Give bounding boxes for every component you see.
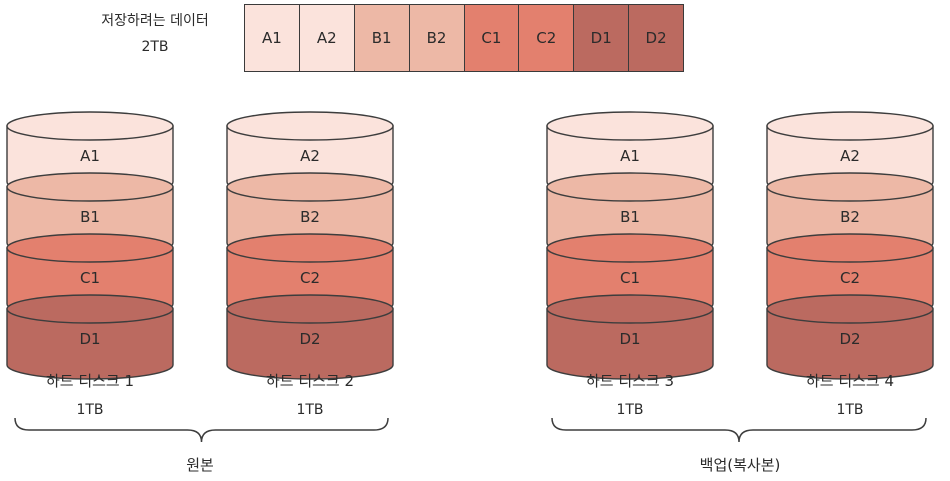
disk-4-layer-4-label: D2	[839, 330, 860, 348]
disk-4-layer-4: D2	[766, 294, 934, 380]
group-original-label: 원본	[186, 456, 214, 474]
disk-2-layer-3-label: C2	[300, 269, 320, 287]
group-backup-label: 백업(복사본)	[699, 456, 781, 474]
disk-2-name: 하드 디스크 2	[265, 372, 355, 390]
data-block-b2: B2	[409, 5, 465, 71]
disk-1-layer-4: D1	[6, 294, 174, 380]
disk-1-size: 1TB	[76, 402, 104, 418]
disk-3-layer-2-label: B1	[620, 208, 640, 226]
disk-4-layer-2-label: B2	[840, 208, 860, 226]
data-blocks-strip: A1 A2 B1 B2 C1 C2 D1 D2	[244, 4, 684, 72]
disk-3-name: 하드 디스크 3	[585, 372, 675, 390]
disk-2-layer-1-label: A2	[300, 147, 320, 165]
disk-4-name: 하드 디스크 4	[805, 372, 895, 390]
disk-2-layer-2-label: B2	[300, 208, 320, 226]
data-caption: 저장하려는 데이터 2TB	[70, 8, 240, 60]
data-block-a2: A2	[299, 5, 355, 71]
disk-2-size: 1TB	[296, 402, 324, 418]
data-caption-title: 저장하려는 데이터	[101, 13, 209, 29]
disk-4-size: 1TB	[836, 402, 864, 418]
disk-2-layer-4-label: D2	[299, 330, 320, 348]
disk-1-layer-4-label: D1	[79, 330, 100, 348]
brace-original	[14, 417, 389, 443]
data-caption-size: 2TB	[141, 39, 169, 55]
disk-4-layer-1-label: A2	[840, 147, 860, 165]
data-block-c2: C2	[519, 5, 575, 71]
disk-3-layer-4-label: D1	[619, 330, 640, 348]
disk-4-layer-3-label: C2	[840, 269, 860, 287]
disk-1-layer-1-label: A1	[80, 147, 100, 165]
data-block-b1: B1	[354, 5, 410, 71]
data-block-d1: D1	[574, 5, 630, 71]
data-block-c1: C1	[464, 5, 520, 71]
disk-3-layer-4: D1	[546, 294, 714, 380]
data-block-d2: D2	[629, 5, 683, 71]
disk-1-name: 하드 디스크 1	[45, 372, 135, 390]
brace-backup	[551, 417, 927, 443]
disk-3-size: 1TB	[616, 402, 644, 418]
data-block-a1: A1	[245, 5, 300, 71]
disk-1-layer-3-label: C1	[80, 269, 100, 287]
disk-3-layer-3-label: C1	[620, 269, 640, 287]
disk-3-layer-1-label: A1	[620, 147, 640, 165]
disk-2-layer-4: D2	[226, 294, 394, 380]
disk-1-layer-2-label: B1	[80, 208, 100, 226]
